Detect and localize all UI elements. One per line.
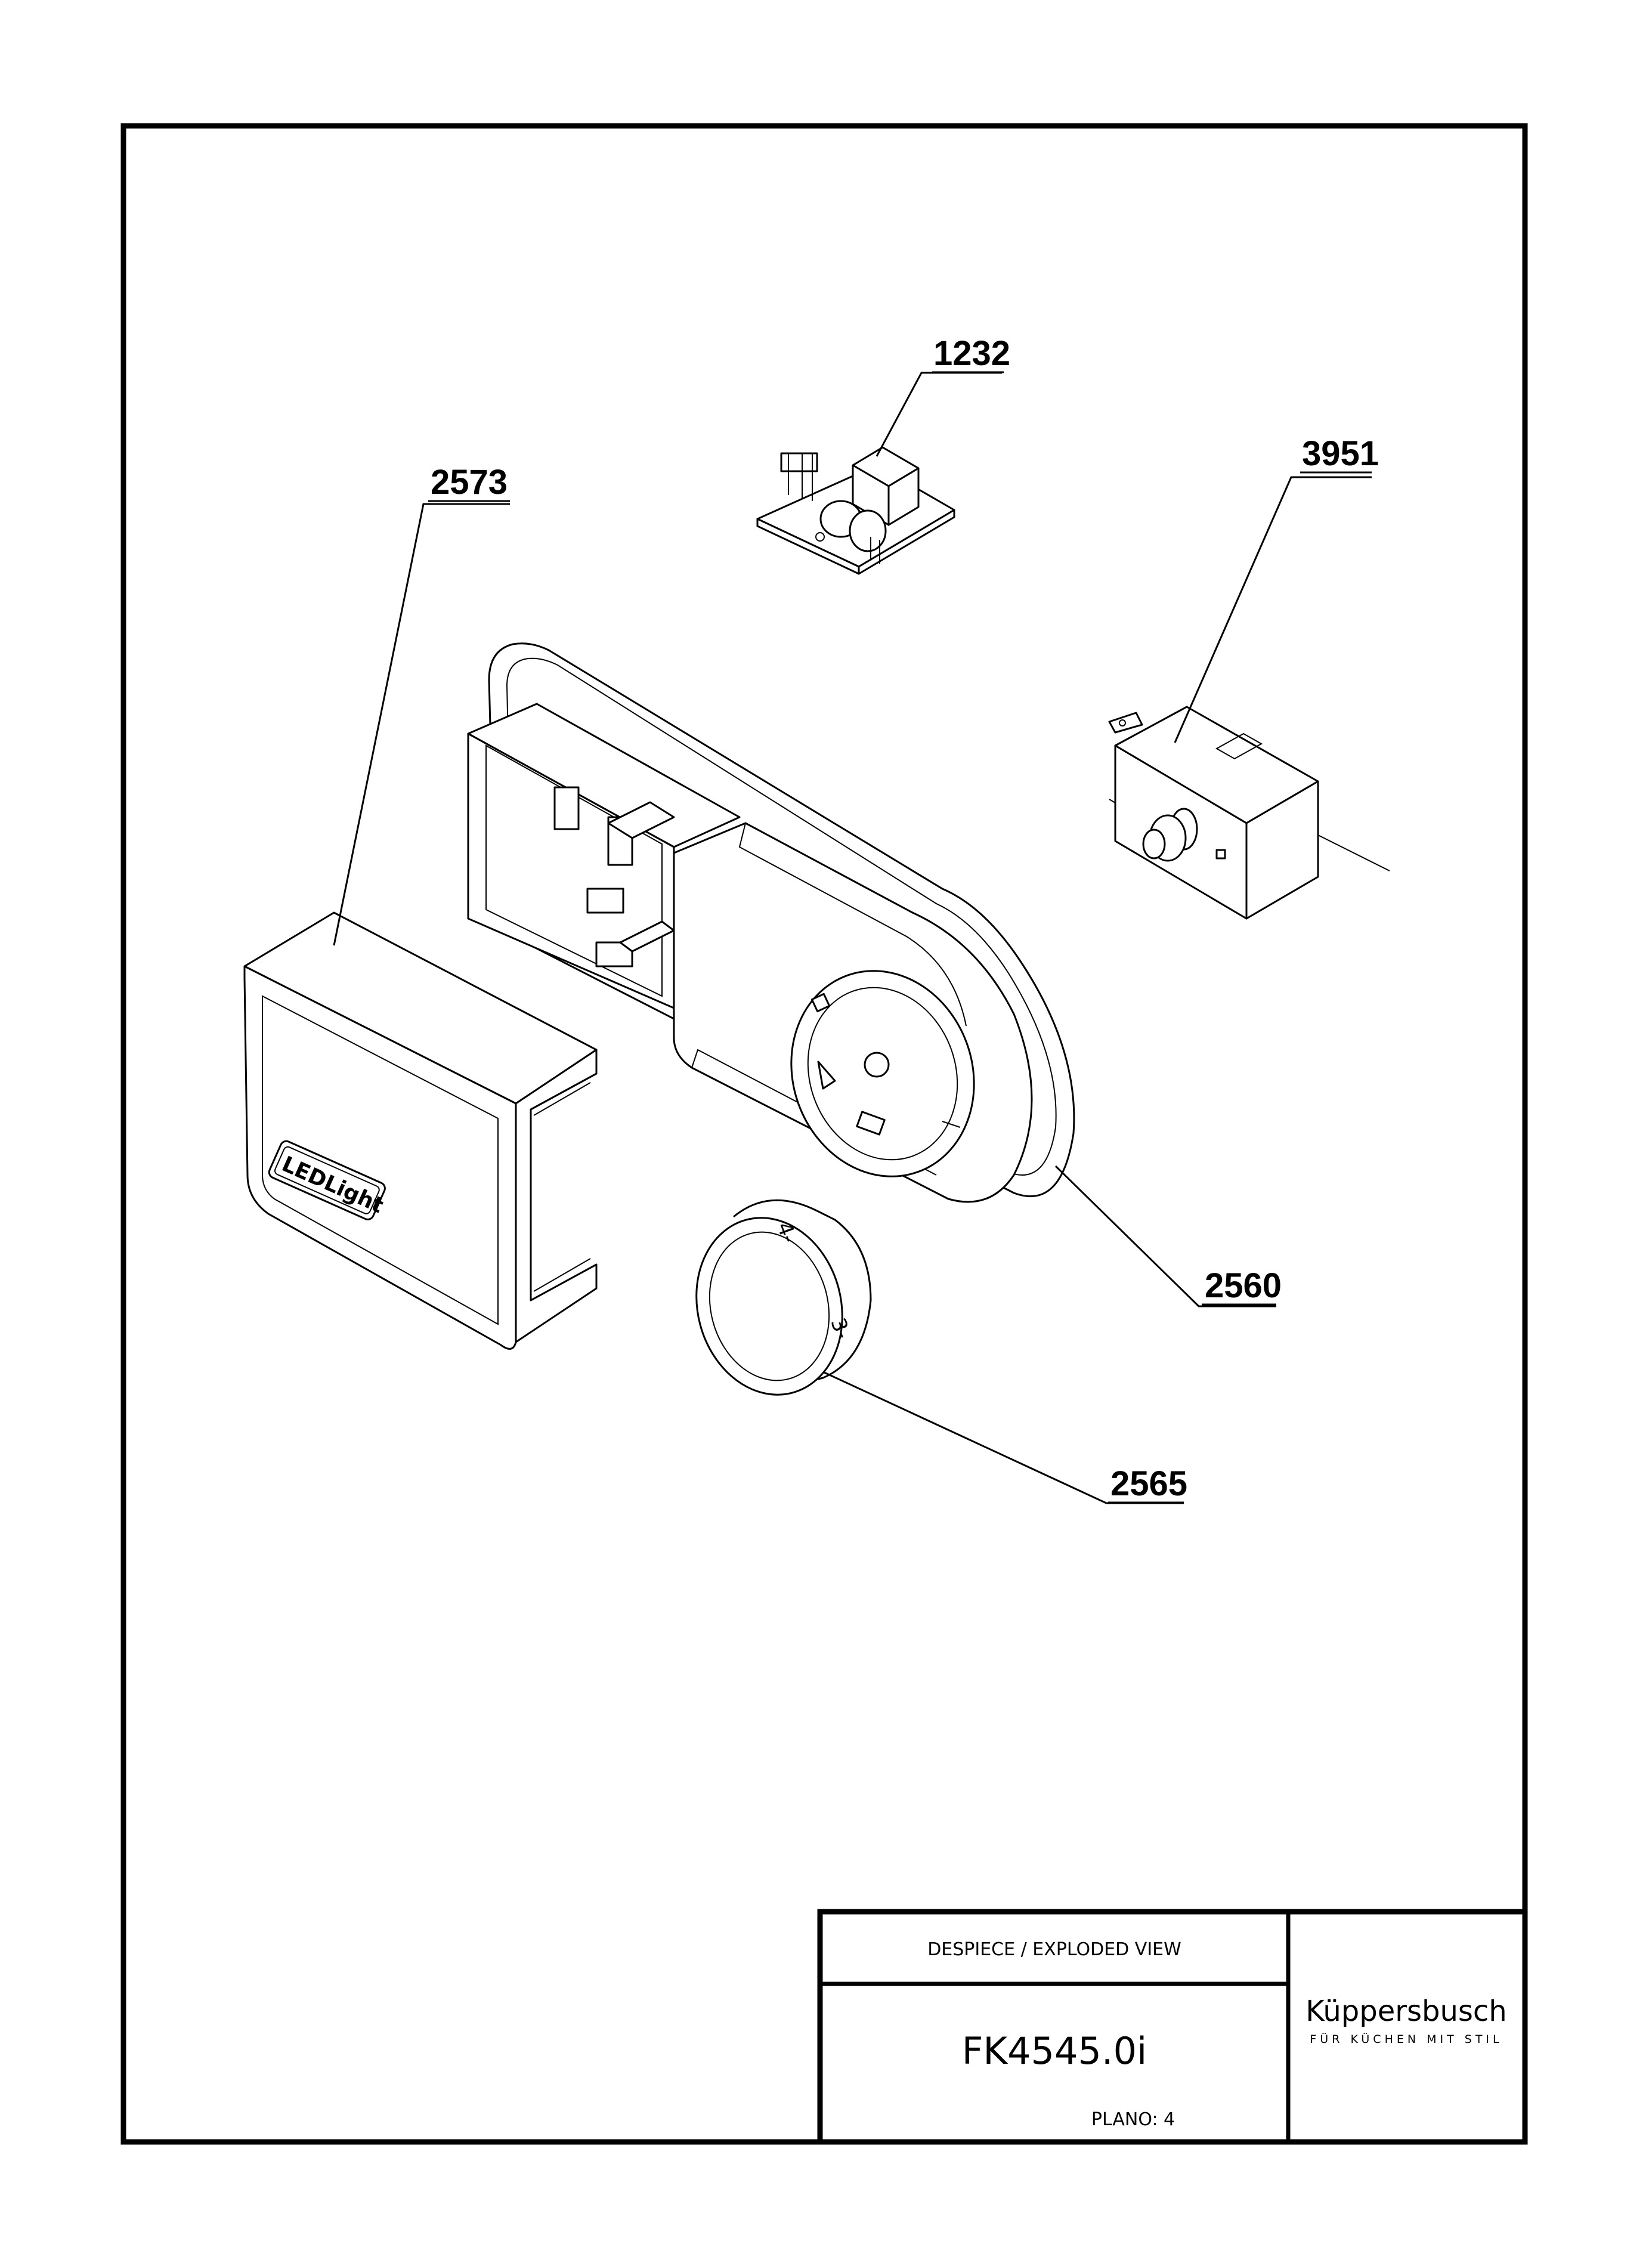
title-block-sheet: PLANO: 4 xyxy=(1091,2109,1175,2130)
part-3951-switch[interactable] xyxy=(1108,706,1390,920)
leader-1232 xyxy=(876,372,1002,457)
callout-2565[interactable]: 2565 xyxy=(1110,1464,1187,1503)
brand-tagline: FÜR KÜCHEN MIT STIL xyxy=(1310,2032,1502,2046)
title-block-title: DESPIECE / EXPLODED VIEW xyxy=(927,1939,1181,1960)
brand-logo-text: Küppersbusch xyxy=(1305,1995,1506,2028)
title-block-model: FK4545.0i xyxy=(962,2029,1147,2073)
part-2573-led-cover[interactable]: LEDLight xyxy=(243,911,598,1350)
leader-3951 xyxy=(1174,476,1372,743)
part-2560-control-housing[interactable] xyxy=(467,642,1075,1203)
callout-1232[interactable]: 1232 xyxy=(933,334,1010,373)
part-1232-sensor-board[interactable] xyxy=(756,446,955,575)
part-2565-knob[interactable]: 4- 3- xyxy=(677,1199,872,1411)
callout-2573[interactable]: 2573 xyxy=(431,463,508,502)
callout-3951[interactable]: 3951 xyxy=(1302,434,1379,473)
leader-2573 xyxy=(333,503,510,946)
leader-2560 xyxy=(1054,1165,1276,1307)
title-block: DESPIECE / EXPLODED VIEW FK4545.0i PLANO… xyxy=(817,1909,1528,2145)
callout-2560[interactable]: 2560 xyxy=(1205,1266,1282,1305)
